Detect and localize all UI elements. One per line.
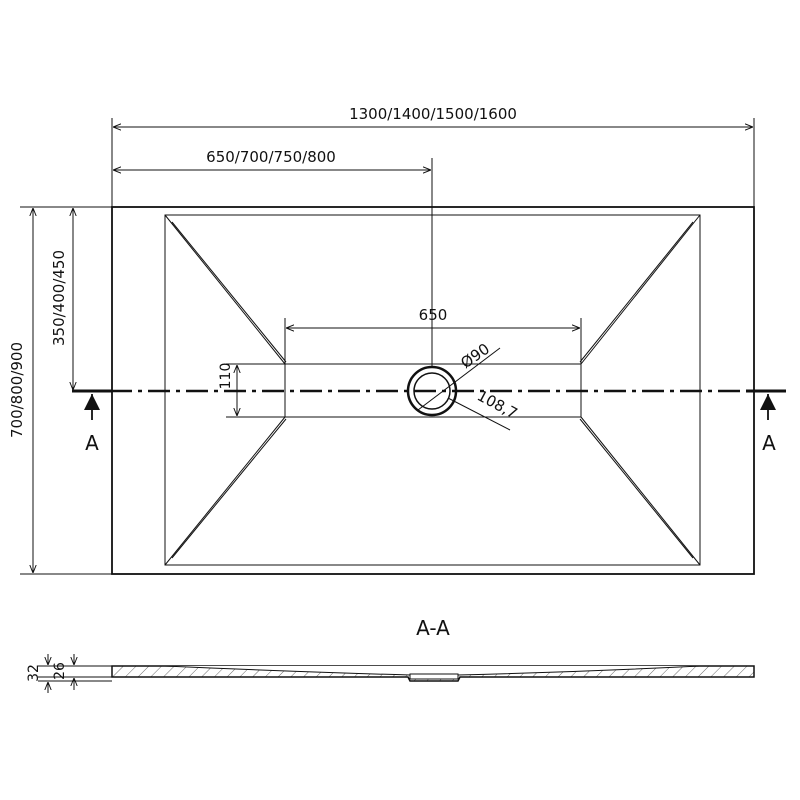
- total-width-label: 700/800/900: [8, 342, 26, 438]
- section-mark-left: A: [85, 431, 99, 455]
- section-line: A A: [72, 389, 786, 455]
- channel-width-label: 110: [218, 363, 234, 390]
- channel-length-label: 650: [419, 306, 448, 324]
- section-drain: [409, 673, 459, 680]
- dim-half-length: 650/700/750/800: [113, 148, 433, 367]
- dim-total-length: 1300/1400/1500/1600: [111, 105, 755, 207]
- section-title: A-A: [416, 616, 450, 640]
- slope-line-top-left-inner: [171, 221, 287, 363]
- height-body-label: 26: [52, 662, 68, 680]
- slope-line-bottom-left-inner: [171, 418, 287, 559]
- dim-channel-length: 650: [284, 306, 582, 364]
- slope-line-bottom-left: [164, 416, 286, 566]
- slope-line-top-left: [164, 214, 286, 365]
- drain-diameter-leader: [417, 347, 501, 411]
- height-total-label: 32: [26, 664, 42, 682]
- half-width-label: 350/400/450: [50, 250, 68, 346]
- section-mark-right: A: [762, 431, 776, 455]
- slope-line-bottom-right: [580, 416, 701, 566]
- dim-half-width: 350/400/450: [50, 208, 73, 390]
- total-length-label: 1300/1400/1500/1600: [349, 105, 517, 123]
- slope-line-bottom-right-inner: [579, 418, 694, 559]
- drain-diagonal-leader: [447, 397, 511, 431]
- section-view: A-A 32 26: [26, 616, 755, 693]
- slope-line-top-right-inner: [579, 221, 694, 363]
- slope-line-top-right: [580, 214, 701, 365]
- dim-channel-width: 110: [218, 363, 285, 418]
- half-length-label: 650/700/750/800: [206, 148, 336, 166]
- dim-total-width: 700/800/900: [8, 206, 112, 575]
